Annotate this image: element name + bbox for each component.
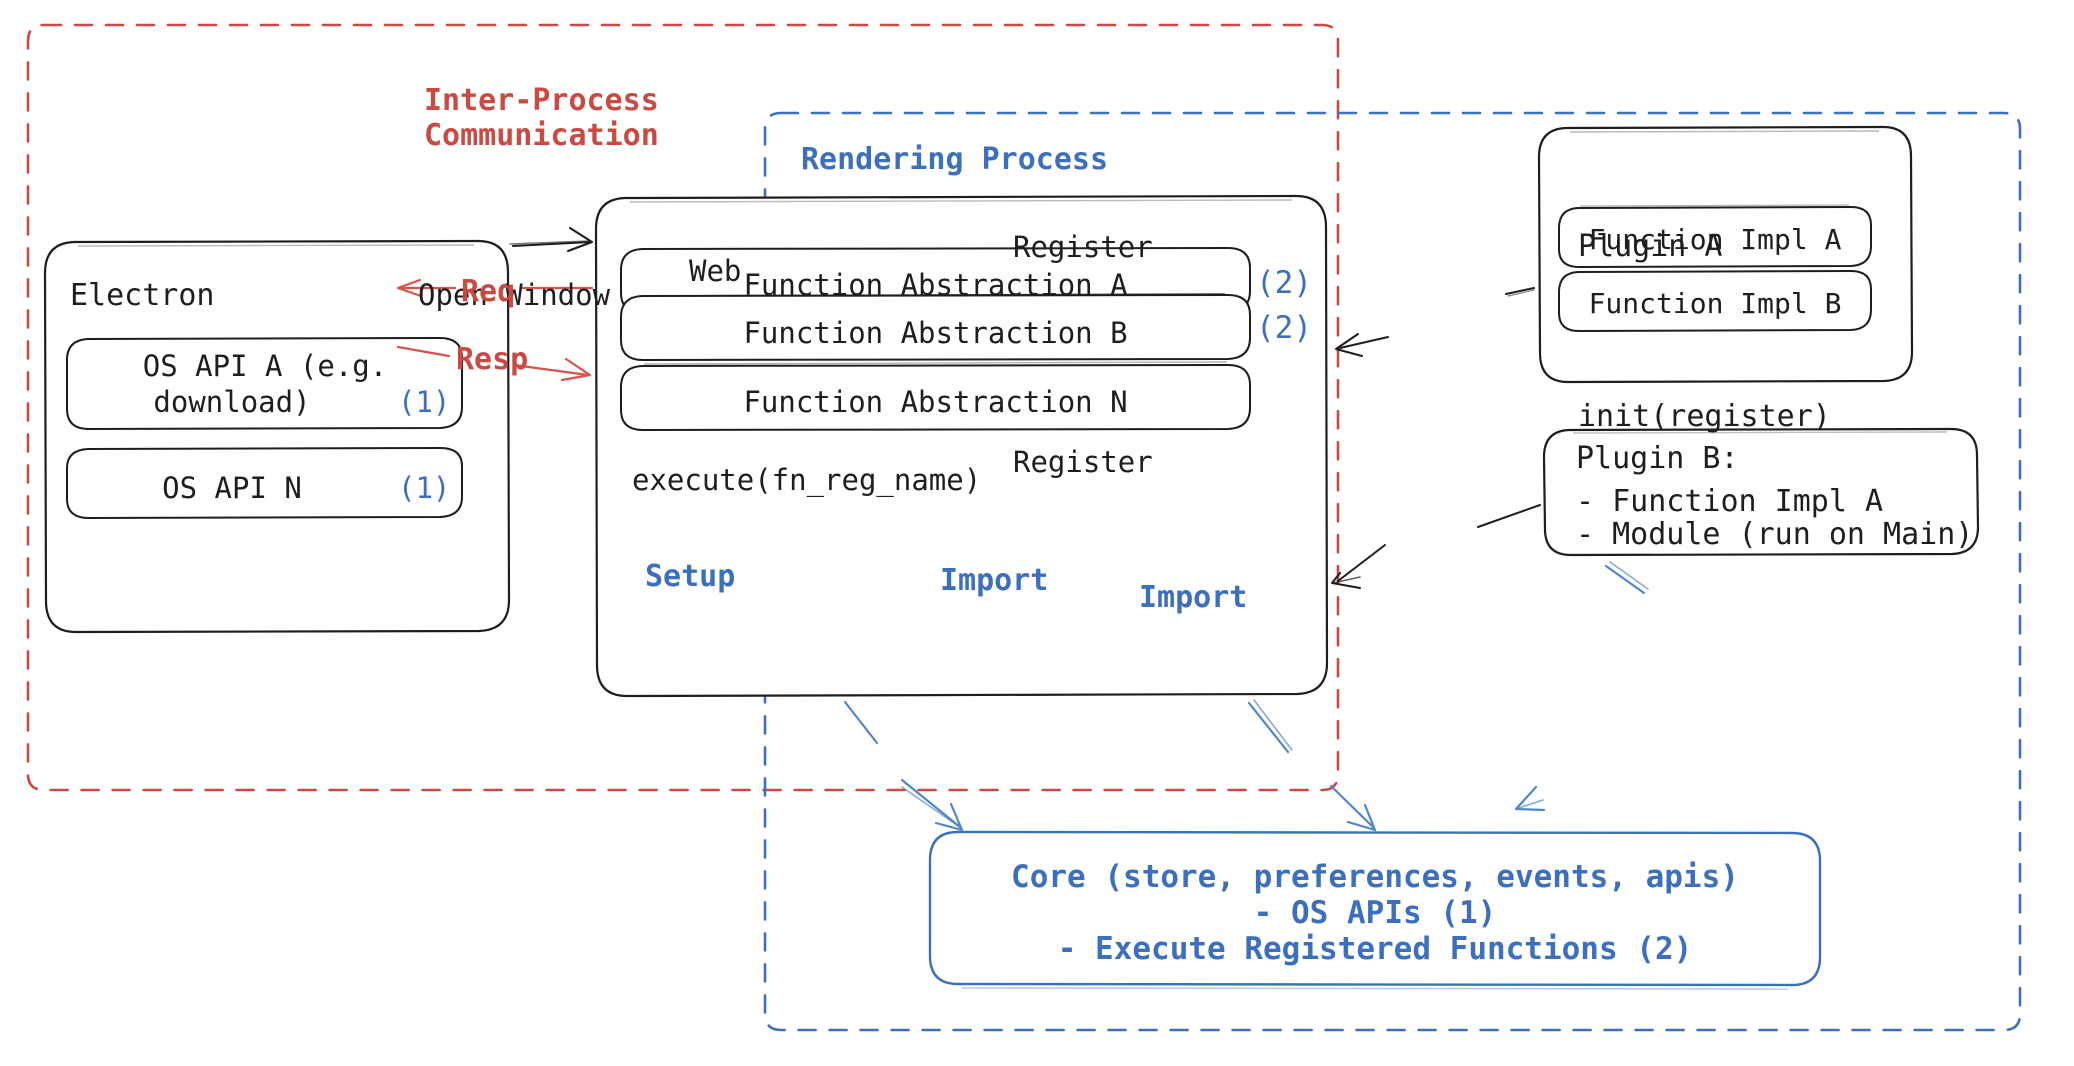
ipc-container-label-line1: Inter-Process bbox=[424, 83, 659, 118]
function-impl-a-label: Function Impl A bbox=[1588, 223, 1842, 256]
import-web-arrow-label: Import bbox=[940, 563, 1049, 598]
plugin-b-line-3: - Module (run on Main) bbox=[1576, 517, 1974, 552]
setup-arrow-label: Setup bbox=[645, 559, 736, 594]
function-abstraction-b-badge: (2) bbox=[1256, 310, 1312, 346]
register-plugin-b-arrow bbox=[1331, 504, 1541, 589]
plugin-a-footer-init: init(register) bbox=[1578, 399, 1831, 434]
register-plugin-a-arrow-label: Register bbox=[1013, 230, 1153, 264]
plugin-b-line-1: Plugin B: bbox=[1576, 441, 1739, 476]
req-arrow-label: Req bbox=[461, 274, 516, 309]
register-plugin-b-arrow-label: Register bbox=[1013, 445, 1153, 479]
plugin-b-line-2: - Function Impl A bbox=[1576, 484, 1884, 519]
function-abstraction-n-label: Function Abstraction N bbox=[743, 385, 1128, 419]
import-web-arrow bbox=[1247, 699, 1377, 832]
import-plugin-b-arrow bbox=[1514, 561, 1649, 812]
ipc-container-label-line2: Communication bbox=[424, 118, 659, 153]
electron-title: Electron bbox=[70, 278, 215, 313]
function-impl-b-label: Function Impl B bbox=[1588, 287, 1842, 320]
plugin-a-title: Plugin A bbox=[1578, 229, 1723, 264]
os-api-n-badge: (1) bbox=[398, 471, 451, 505]
import-plugin-b-arrow-label: Import bbox=[1139, 580, 1248, 615]
open-window-arrow-label: Open Window bbox=[418, 278, 611, 312]
function-abstraction-b-label: Function Abstraction B bbox=[743, 316, 1128, 350]
core-line-2: - OS APIs (1) bbox=[1253, 895, 1497, 931]
function-abstraction-a-badge: (2) bbox=[1256, 265, 1312, 301]
web-title: Web bbox=[689, 254, 742, 288]
register-plugin-a-arrow bbox=[1335, 287, 1535, 357]
os-api-a-label-line2: download) bbox=[153, 385, 311, 419]
web-footer-execute: execute(fn_reg_name) bbox=[632, 463, 982, 497]
os-api-a-badge: (1) bbox=[398, 385, 451, 419]
os-api-n-label: OS API N bbox=[162, 471, 302, 505]
core-line-3: - Execute Registered Functions (2) bbox=[1057, 931, 1693, 967]
core-line-1: Core (store, preferences, events, apis) bbox=[1011, 859, 1739, 895]
resp-arrow-label: Resp bbox=[456, 342, 529, 377]
setup-arrow bbox=[843, 700, 964, 832]
function-abstraction-a-label: Function Abstraction A bbox=[743, 268, 1128, 302]
rendering-process-label: Rendering Process bbox=[801, 142, 1109, 177]
open-window-arrow bbox=[509, 226, 594, 253]
os-api-a-label-line1: OS API A (e.g. bbox=[142, 349, 388, 383]
